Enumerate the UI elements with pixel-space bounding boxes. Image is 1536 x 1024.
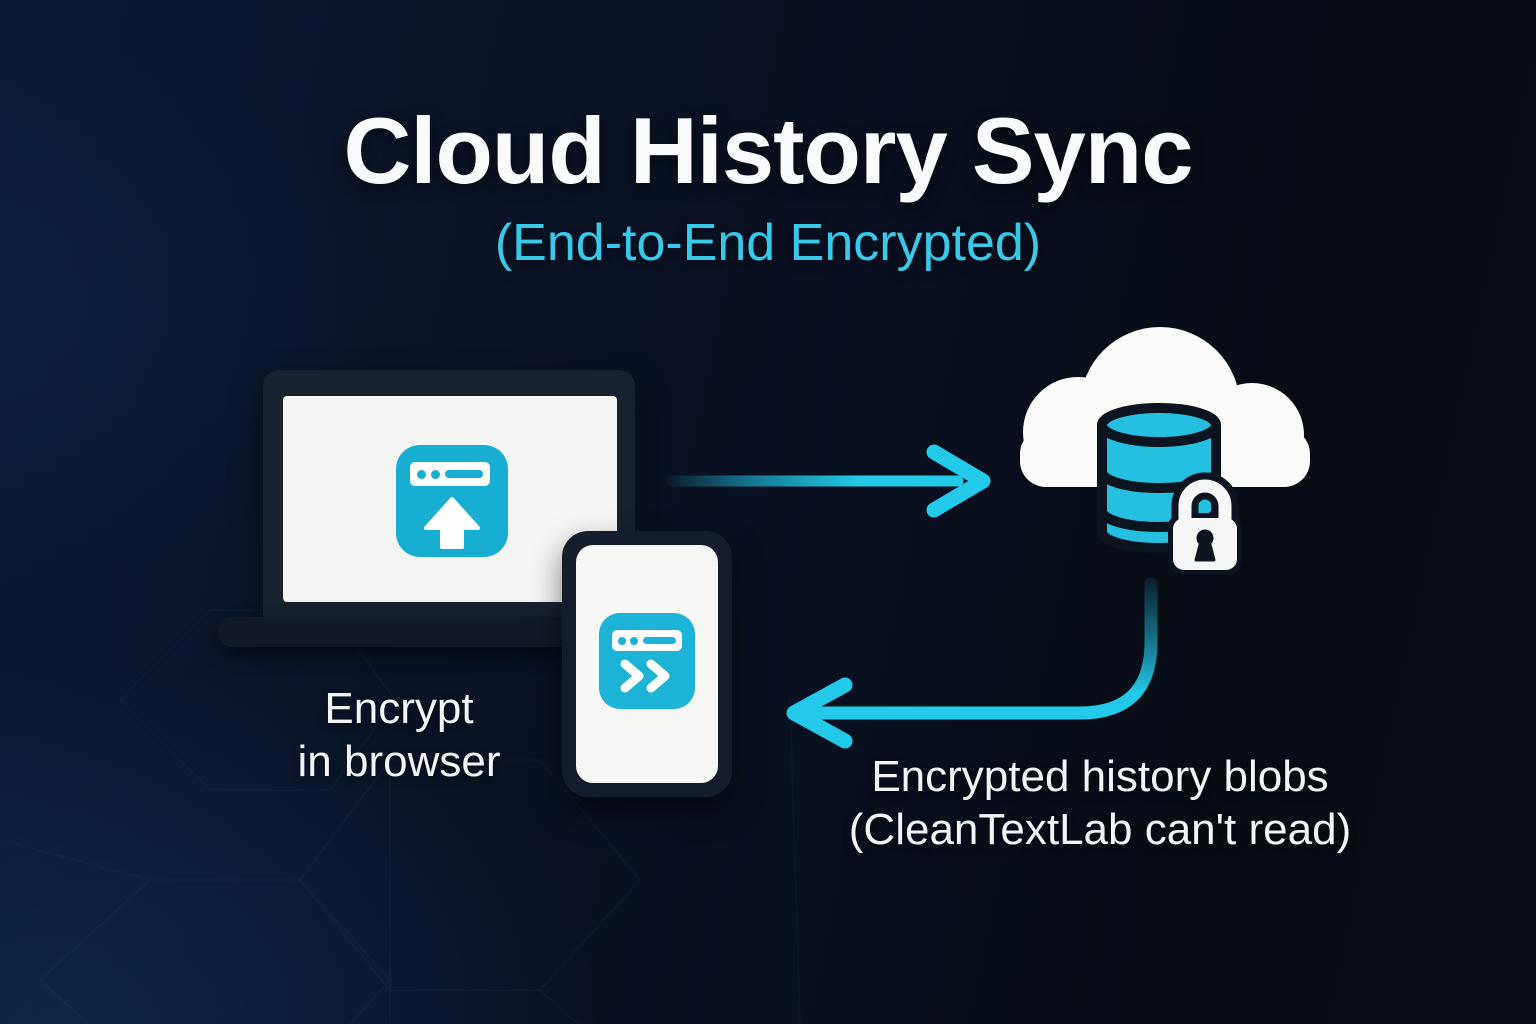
browser-bar: [410, 462, 490, 486]
sync-chevrons-icon: [620, 659, 670, 693]
phone-device: [562, 531, 732, 797]
browser-bar: [612, 630, 682, 651]
caption-blobs-line2: (CleanTextLab can't read): [848, 805, 1352, 854]
browser-sync-icon: [599, 613, 695, 709]
caption-blobs-line1: Encrypted history blobs: [871, 752, 1329, 801]
cloud-storage-group: [1020, 327, 1310, 575]
upload-arrow: [666, 444, 991, 518]
browser-address-line: [445, 470, 483, 478]
padlock-icon: [1168, 472, 1242, 575]
page-title: Cloud History Sync: [343, 98, 1193, 203]
upload-arrow-glyph-icon: [424, 497, 480, 549]
caption-blobs: Encrypted history blobs (CleanTextLab ca…: [770, 750, 1430, 856]
browser-upload-icon: [396, 445, 508, 557]
browser-dot-icon: [630, 637, 638, 645]
caption-encrypt-line2: in browser: [297, 737, 501, 786]
browser-dot-icon: [431, 470, 440, 479]
browser-dot-icon: [618, 637, 626, 645]
download-arrow: [786, 577, 1158, 749]
page-subtitle: (End-to-End Encrypted): [494, 214, 1042, 272]
caption-encrypt: Encrypt in browser: [199, 682, 599, 788]
browser-dot-icon: [417, 470, 426, 479]
caption-encrypt-line1: Encrypt: [324, 684, 474, 733]
browser-address-line: [643, 637, 676, 644]
